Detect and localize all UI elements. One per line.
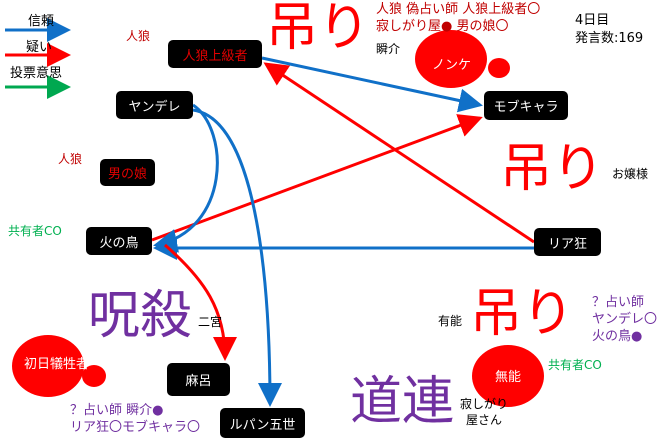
co-label: 共有者CO [8,224,62,238]
name-label-ninomiya: 二宮 [198,315,223,329]
legend-doubt-label: 疑い [26,40,53,55]
status-jusatsu: 呪殺 [88,286,193,346]
blood-splat-munou [472,345,544,407]
co-label: 共有者CO [548,358,602,372]
arrow-trust-jinro-to-mob [261,56,483,113]
node-munou[interactable]: 無能 [494,369,521,385]
node-mob[interactable]: モブキャラ [484,91,568,120]
status-tsuri-ojousama: 吊り [500,139,605,199]
post-count: 発言数:169 [575,31,644,46]
node-shonichi[interactable]: 初日犠牲者 [23,357,89,372]
name-label-ojousama: お嬢様 [612,167,649,181]
shonichi-notes: ？占い師 瞬介●リア狂〇モブキャラ〇 [70,403,201,435]
name-label-sabishigari: 寂しがり屋さん [460,397,509,427]
nonke-notes: 人狼 偽占い師 人狼上級者〇寂しがり屋● 男の娘〇 [376,2,541,34]
node-riakyo[interactable]: リア狂 [534,228,601,256]
role-label-jinro: 人狼 [126,29,151,43]
node-lupin[interactable]: ルパン五世 [220,408,305,438]
blood-splat-nonke [415,30,487,88]
status-tsuri-munou: 吊り [470,284,575,344]
node-nonke[interactable]: ノンケ [431,57,471,73]
name-label-yuunou: 有能 [438,314,463,328]
arrow-doubt-hinotori-to-maro [164,243,237,361]
arrow-trust-yandere-to-hinotori [153,103,219,253]
day-label: 4日目 [575,13,610,28]
arrow-doubt-hinotori-to-mob [151,114,483,242]
munou-notes: ？占い師ヤンデレ〇火の鳥● [592,295,658,344]
node-jinro-joukyu[interactable]: 人狼上級者 [168,40,262,68]
legend-trust-label: 信頼 [28,14,55,29]
status-tsuri-nonke: 吊り [266,0,371,58]
status-michizure: 道連 [350,372,455,432]
arrow-doubt-riakyo-to-jinro [263,62,535,244]
node-hinotori[interactable]: 火の鳥 [86,227,152,255]
blood-splat [82,365,106,387]
role-label-jinro: 人狼 [58,152,83,166]
blood-splat-shonichi [12,335,84,397]
node-yandere[interactable]: ヤンデレ [116,91,193,119]
arrow-trust-yandere-to-lupin [192,108,282,407]
node-otokonoko[interactable]: 男の娘 [100,159,155,186]
name-label-shunsuke: 瞬介 [376,42,401,56]
node-maro[interactable]: 麻呂 [167,363,230,396]
blood-splat [488,58,510,78]
status-panel: 4日目 発言数:169 [575,12,643,48]
legend-vote-label: 投票意思 [10,66,63,81]
